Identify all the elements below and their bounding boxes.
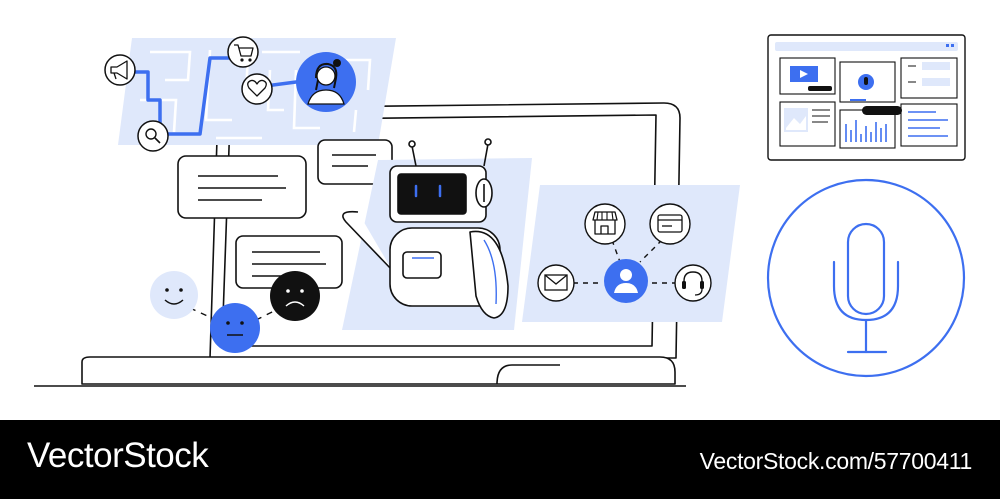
brand-wordmark: VectorStock: [27, 436, 209, 475]
ai-assistant-illustration: [34, 34, 966, 387]
user-icon: [604, 259, 648, 303]
chat-bubble-lower: [235, 235, 343, 289]
microphone-icon: [766, 178, 966, 378]
emotion-connectors: [189, 307, 281, 321]
woman-avatar-icon: [296, 52, 356, 112]
happy-face-icon: [150, 271, 198, 319]
robot-icon: [342, 138, 509, 319]
heart-icon: [241, 73, 273, 105]
headset-icon: [674, 264, 712, 302]
store-icon: [584, 203, 626, 245]
megaphone-icon: [104, 54, 136, 86]
sad-face-icon: [270, 271, 320, 321]
dashboard-window: [767, 34, 966, 161]
card-icon: [649, 203, 691, 245]
footer-bar: VectorStock VectorStock.com/57700411: [0, 420, 1000, 499]
chat-bubble-left: [177, 155, 307, 219]
search-icon: [137, 120, 169, 152]
neutral-face-icon: [210, 303, 260, 353]
mail-icon: [537, 264, 575, 302]
stock-id-text: VectorStock.com/57700411: [699, 448, 973, 474]
shopping-cart-icon: [227, 36, 259, 68]
